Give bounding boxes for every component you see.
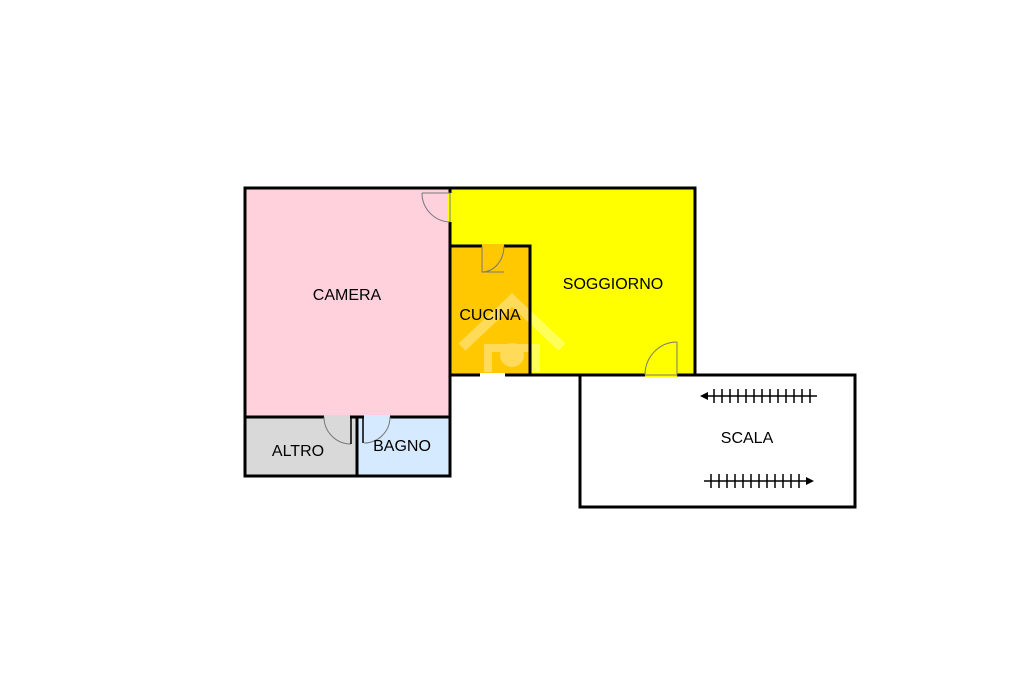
- room-altro: [245, 417, 357, 476]
- stair-upper: [702, 389, 817, 403]
- room-scala: [580, 375, 855, 507]
- room-soggiorno: [450, 188, 695, 375]
- scala-label: SCALA: [721, 430, 774, 447]
- camera-label: CAMERA: [313, 287, 382, 304]
- doors: [323, 192, 678, 445]
- altro-label: ALTRO: [272, 443, 324, 460]
- bagno-label: BAGNO: [373, 438, 431, 455]
- house-logo-watermark: [458, 293, 566, 372]
- soggiorno-label: SOGGIORNO: [563, 276, 663, 293]
- stair-lower: [704, 474, 812, 488]
- room-cucina: [450, 246, 530, 375]
- room-camera: [245, 188, 450, 417]
- room-bagno: [357, 417, 450, 476]
- right-arrow-icon: [806, 477, 814, 485]
- cucina-label: CUCINA: [459, 307, 521, 324]
- walls: [243, 186, 857, 509]
- left-arrow-icon: [700, 392, 708, 400]
